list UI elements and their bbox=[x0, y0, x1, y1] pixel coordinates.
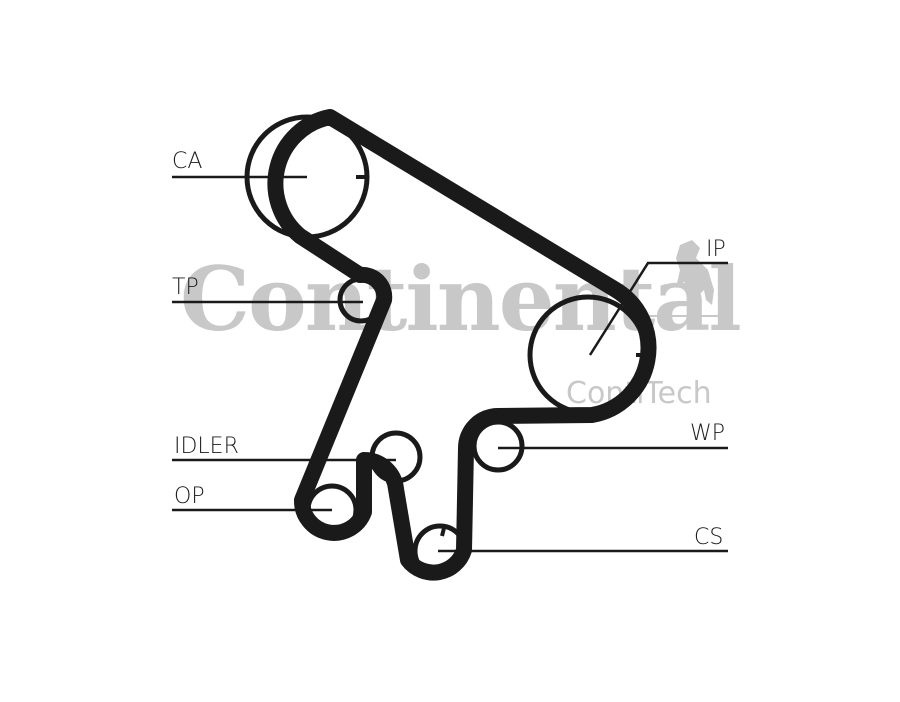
label-cs: CS bbox=[694, 525, 723, 550]
label-tp: TP bbox=[172, 275, 199, 300]
label-ca: CA bbox=[172, 149, 202, 174]
continental-watermark: Continental ContiTech bbox=[180, 240, 742, 411]
timing-marks bbox=[356, 175, 648, 537]
idler-pulley bbox=[369, 430, 423, 484]
tensioner-pulley bbox=[337, 276, 385, 324]
label-idler: IDLER bbox=[174, 434, 239, 459]
label-ip: IP bbox=[706, 237, 726, 262]
label-wp: WP bbox=[690, 421, 725, 446]
label-op: OP bbox=[174, 484, 205, 509]
water-pump-pulley bbox=[471, 419, 525, 473]
leader-ip bbox=[588, 261, 728, 356]
rearing-horse-icon bbox=[676, 240, 714, 308]
leader-lines bbox=[172, 175, 728, 553]
